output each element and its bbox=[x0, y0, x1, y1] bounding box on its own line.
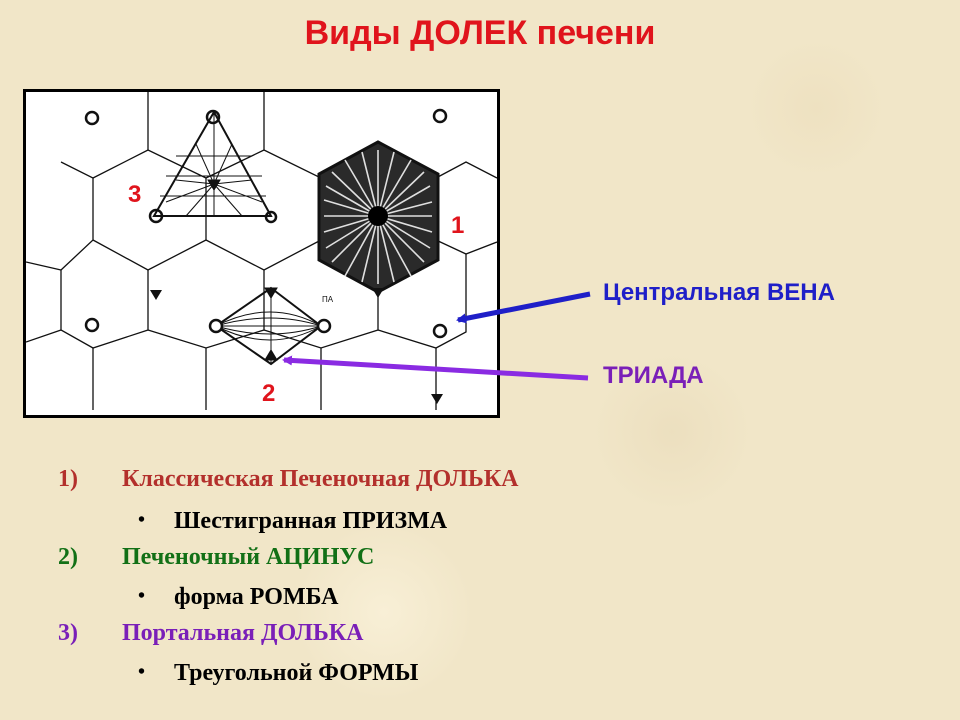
sinusoid-rays bbox=[323, 150, 433, 284]
slide-title: Виды ДОЛЕК печени bbox=[304, 14, 656, 52]
list-item-text: Классическая Печеночная ДОЛЬКА bbox=[122, 466, 519, 492]
portal-lobule-triangle bbox=[152, 109, 273, 217]
bullet-icon: • bbox=[138, 585, 146, 607]
label-2: 2 bbox=[262, 380, 276, 407]
sub-item-rhombus: • форма РОМБА bbox=[138, 584, 339, 611]
triad-arrow bbox=[282, 355, 589, 381]
label-1: 1 bbox=[451, 212, 465, 239]
sub-item-triangular: • Треугольной ФОРМЫ bbox=[138, 660, 418, 687]
acinus-rhombus bbox=[208, 286, 332, 366]
portal-triads bbox=[150, 288, 443, 404]
bullet-icon: • bbox=[138, 661, 146, 683]
sub-item-text: форма РОМБА bbox=[174, 584, 339, 610]
triad-callout: ТРИАДА bbox=[603, 362, 704, 389]
label-pa: ПА bbox=[322, 295, 334, 304]
list-item-number: 1) bbox=[58, 466, 78, 492]
central-vein-callout: Центральная ВЕНА bbox=[603, 279, 835, 306]
sub-item-text: Треугольной ФОРМЫ bbox=[174, 660, 419, 686]
list-item-text: Печеночный АЦИНУС bbox=[122, 544, 375, 570]
list-item-number: 2) bbox=[58, 544, 78, 570]
sub-item-text: Шестигранная ПРИЗМА bbox=[174, 508, 448, 534]
list-item-text: Портальная ДОЛЬКА bbox=[122, 620, 364, 646]
bullet-icon: • bbox=[138, 509, 146, 531]
list-item-classic-lobule: 1) Классическая Печеночная ДОЛЬКА bbox=[58, 466, 519, 493]
sub-item-hexagonal-prism: • Шестигранная ПРИЗМА bbox=[138, 508, 447, 535]
classic-lobule-hexagon bbox=[317, 140, 440, 294]
hexagon-lattice: ПА bbox=[26, 92, 497, 410]
list-item-portal-lobule: 3) Портальная ДОЛЬКА bbox=[58, 620, 363, 647]
central-vein-arrow bbox=[456, 291, 591, 324]
list-item-acinus: 2) Печеночный АЦИНУС bbox=[58, 544, 374, 571]
label-3: 3 bbox=[128, 181, 142, 208]
list-item-number: 3) bbox=[58, 620, 78, 646]
central-vein-circles bbox=[84, 108, 448, 339]
liver-lobule-diagram: ПА bbox=[23, 89, 500, 418]
